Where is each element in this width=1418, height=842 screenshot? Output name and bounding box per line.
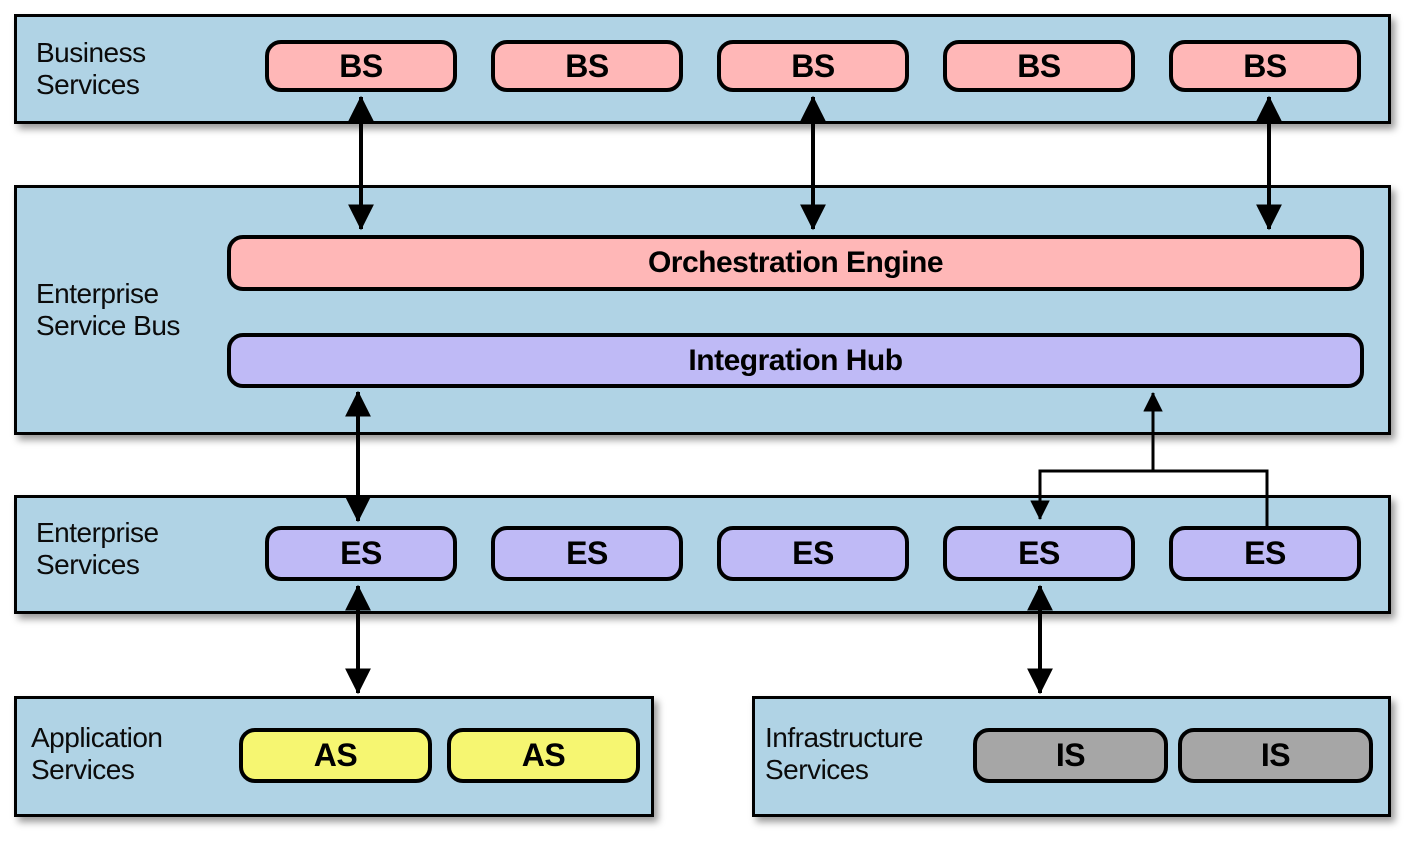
bs-box-4: BS xyxy=(943,40,1135,92)
es-box-2: ES xyxy=(491,526,683,581)
orchestration-engine-bar: Orchestration Engine xyxy=(227,235,1364,291)
es-box-2-label: ES xyxy=(566,535,608,571)
integration-hub-bar: Integration Hub xyxy=(227,333,1364,388)
bs-box-5: BS xyxy=(1169,40,1361,92)
es-box-4: ES xyxy=(943,526,1135,581)
is-box-2-label: IS xyxy=(1260,737,1291,773)
enterprise-service-bus-label-line2: Service Bus xyxy=(36,310,180,341)
es-box-4-label: ES xyxy=(1018,535,1060,571)
business-services-label-line2: Services xyxy=(36,69,140,100)
bs-box-5-label: BS xyxy=(1243,47,1287,84)
infrastructure-services-label-line1: Infrastructure xyxy=(765,722,923,753)
es-box-1-label: ES xyxy=(340,535,382,571)
is-box-1-label: IS xyxy=(1055,737,1086,773)
bs-box-2: BS xyxy=(491,40,683,92)
business-services-band xyxy=(14,14,1391,124)
es-box-5-label: ES xyxy=(1244,535,1286,571)
orchestration-engine-label: Orchestration Engine xyxy=(647,246,944,279)
enterprise-services-label-line1: Enterprise xyxy=(36,517,159,548)
es-box-1: ES xyxy=(265,526,457,581)
enterprise-service-bus-label-line1: Enterprise xyxy=(36,278,159,309)
es-box-3-label: ES xyxy=(792,535,834,571)
integration-hub-label: Integration Hub xyxy=(688,343,903,377)
as-box-2-label: AS xyxy=(521,737,566,773)
bs-box-1-label: BS xyxy=(339,47,383,84)
bs-box-3-label: BS xyxy=(791,47,835,84)
application-services-label-line1: Application xyxy=(31,722,163,753)
infrastructure-services-label: Infrastructure Services xyxy=(765,722,923,786)
bs-box-1: BS xyxy=(265,40,457,92)
es-box-3: ES xyxy=(717,526,909,581)
business-services-label-line1: Business xyxy=(36,37,146,68)
bs-box-2-label: BS xyxy=(565,47,609,84)
is-box-2: IS xyxy=(1178,728,1373,783)
business-services-label: Business Services xyxy=(36,37,146,101)
application-services-label-line2: Services xyxy=(31,754,135,785)
as-box-1: AS xyxy=(239,728,432,783)
enterprise-service-bus-label: Enterprise Service Bus xyxy=(36,278,180,342)
as-box-1-label: AS xyxy=(313,737,358,773)
bs-box-4-label: BS xyxy=(1017,47,1061,84)
infrastructure-services-label-line2: Services xyxy=(765,754,869,785)
enterprise-services-label-line2: Services xyxy=(36,549,140,580)
as-box-2: AS xyxy=(447,728,640,783)
bs-box-3: BS xyxy=(717,40,909,92)
es-box-5: ES xyxy=(1169,526,1361,581)
is-box-1: IS xyxy=(973,728,1168,783)
enterprise-service-bus-band xyxy=(14,185,1391,435)
enterprise-services-label: Enterprise Services xyxy=(36,517,159,581)
application-services-label: Application Services xyxy=(31,722,163,786)
